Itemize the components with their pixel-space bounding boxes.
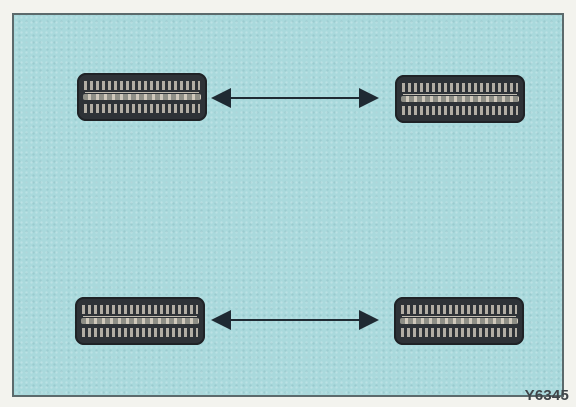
tire-rear-left bbox=[75, 297, 205, 345]
tire-tread-bottom bbox=[84, 104, 200, 113]
tire-tread-bottom bbox=[402, 106, 518, 115]
tire-center-line bbox=[403, 94, 517, 95]
tire-tread-middle bbox=[83, 94, 201, 100]
tire-tread-top bbox=[401, 305, 517, 314]
tire-tread-middle bbox=[400, 318, 518, 324]
tire-center-line bbox=[402, 316, 516, 317]
tire-rear-right bbox=[394, 297, 524, 345]
tire-tread-bottom bbox=[82, 328, 198, 337]
tire-center-line bbox=[85, 92, 199, 93]
tire-tread-top bbox=[402, 83, 518, 92]
tire-tread-middle bbox=[81, 318, 199, 324]
tire-center-line bbox=[83, 316, 197, 317]
tire-front-left bbox=[77, 73, 207, 121]
tire-tread-bottom bbox=[401, 328, 517, 337]
tire-tread-top bbox=[84, 81, 200, 90]
figure-code: Y6345 bbox=[524, 387, 569, 404]
tire-tread-top bbox=[82, 305, 198, 314]
diagram-panel bbox=[12, 13, 564, 397]
tire-tread-middle bbox=[401, 96, 519, 102]
tire-front-right bbox=[395, 75, 525, 123]
